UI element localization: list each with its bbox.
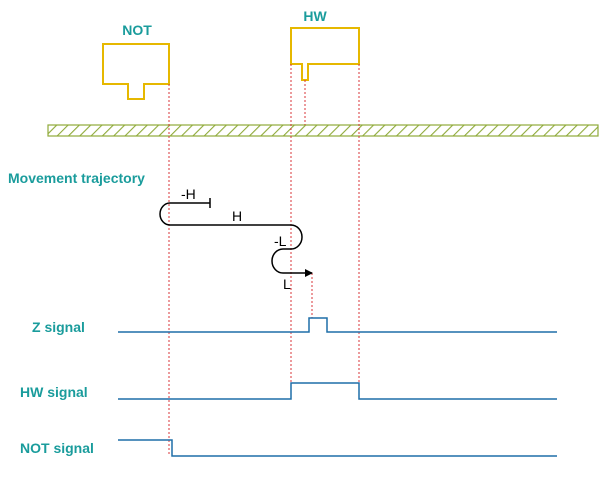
not-switch-shape	[102, 43, 170, 100]
ground-rail	[47, 124, 599, 137]
low-label: L	[283, 276, 291, 292]
hw-signal-trace	[118, 382, 557, 400]
movement-trajectory: -H H -L L	[159, 186, 313, 292]
not-switch: NOT	[102, 22, 170, 100]
z-signal-label: Z signal	[32, 319, 85, 335]
hw-switch-label: HW	[303, 8, 327, 24]
high-label: H	[232, 208, 242, 224]
neg-low-label: -L	[274, 233, 287, 249]
hw-signal-label: HW signal	[20, 384, 88, 400]
not-signal-label: NOT signal	[20, 440, 94, 456]
not-signal-trace	[118, 439, 557, 457]
neg-high-move	[159, 202, 291, 226]
not-switch-label: NOT	[122, 22, 152, 38]
neg-high-label: -H	[181, 186, 196, 202]
guide-lines	[168, 64, 360, 455]
movement-trajectory-title: Movement trajectory	[8, 170, 145, 186]
hw-switch: HW	[290, 8, 360, 81]
hw-switch-shape	[290, 27, 360, 81]
neg-low-loop	[271, 224, 303, 274]
z-signal-trace	[118, 317, 557, 333]
